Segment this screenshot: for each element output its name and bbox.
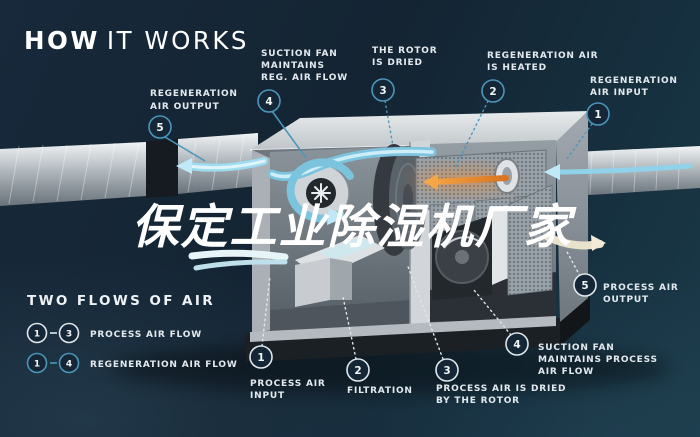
arrow-regen-in	[544, 164, 560, 180]
air-flows	[176, 146, 693, 271]
callout-filtration: 2 FILTRATION	[342, 296, 413, 396]
side-mesh-panel	[507, 184, 553, 296]
svg-text:5: 5	[581, 280, 588, 292]
svg-text:SUCTION FAN: SUCTION FAN	[538, 343, 615, 353]
svg-text:REG. AIR FLOW: REG. AIR FLOW	[261, 73, 348, 83]
svg-text:REGENERATION AIR: REGENERATION AIR	[487, 51, 598, 61]
dehumidifier-unit	[249, 111, 588, 342]
svg-text:REGENERATION AIR FLOW: REGENERATION AIR FLOW	[90, 360, 238, 370]
svg-text:PROCESS AIR FLOW: PROCESS AIR FLOW	[90, 330, 202, 340]
svg-text:THE ROTOR: THE ROTOR	[372, 46, 437, 56]
duct-cutout	[146, 139, 178, 198]
svg-text:AIR INPUT: AIR INPUT	[590, 88, 649, 98]
svg-text:5: 5	[156, 122, 163, 134]
svg-text:IS HEATED: IS HEATED	[487, 63, 547, 73]
callout-regen-input: 1 REGENERATION AIR INPUT	[565, 76, 678, 161]
arrow-regen-out	[176, 158, 192, 174]
right-face	[556, 111, 588, 322]
svg-text:MAINTAINS PROCESS: MAINTAINS PROCESS	[538, 355, 658, 365]
arrow-heated	[423, 174, 438, 190]
legend-row-regeneration: 1 4 REGENERATION AIR FLOW	[26, 352, 238, 374]
svg-text:PROCESS AIR: PROCESS AIR	[603, 283, 679, 293]
callout-process-input: 1 PROCESS AIR INPUT	[249, 275, 326, 401]
svg-text:1: 1	[34, 330, 40, 340]
callout-suction-fan-process: 4 SUCTION FAN MAINTAINS PROCESS AIR FLOW	[473, 289, 658, 377]
svg-text:BY THE ROTOR: BY THE ROTOR	[436, 396, 520, 406]
svg-text:FILTRATION: FILTRATION	[347, 386, 413, 396]
legend: TWO FLOWS OF AIR 1 3 PROCESS AIR FLOW 1 …	[26, 293, 238, 374]
left-duct	[0, 133, 258, 206]
svg-text:OUTPUT: OUTPUT	[603, 295, 649, 305]
svg-text:1: 1	[257, 352, 264, 364]
callout-regen-output: 5 REGENERATION AIR OUTPUT	[148, 89, 238, 162]
svg-text:1: 1	[594, 109, 601, 121]
arrow-process-in	[193, 259, 288, 271]
legend-row-process: 1 3 PROCESS AIR FLOW	[26, 322, 202, 344]
svg-text:MAINTAINS: MAINTAINS	[261, 61, 325, 71]
svg-text:3: 3	[66, 330, 72, 340]
arrow-process-out	[591, 235, 606, 251]
svg-text:2: 2	[354, 365, 361, 377]
svg-text:AIR OUTPUT: AIR OUTPUT	[150, 102, 220, 112]
svg-text:1: 1	[34, 360, 40, 370]
svg-text:4: 4	[265, 96, 272, 108]
filter-section	[295, 235, 385, 307]
svg-text:REGENERATION: REGENERATION	[150, 89, 238, 99]
fan-hub-icon	[311, 183, 331, 203]
svg-text:INPUT: INPUT	[250, 391, 285, 401]
svg-text:4: 4	[66, 360, 72, 370]
callout-process-output: 5 PROCESS AIR OUTPUT	[565, 249, 679, 305]
regeneration-fan	[292, 164, 350, 222]
svg-text:REGENERATION: REGENERATION	[590, 76, 678, 86]
process-fan	[432, 184, 553, 300]
svg-text:AIR FLOW: AIR FLOW	[538, 367, 594, 377]
callout-suction-fan-regen: 4 SUCTION FAN MAINTAINS REG. AIR FLOW	[257, 49, 348, 159]
top-face	[250, 111, 588, 150]
callout-regen-heated: 2 REGENERATION AIR IS HEATED	[453, 51, 598, 171]
svg-text:PROCESS AIR: PROCESS AIR	[250, 379, 326, 389]
arrow-fan-swirl	[327, 208, 346, 225]
svg-text:IS DRIED: IS DRIED	[372, 58, 423, 68]
callout-process-dried: 3 PROCESS AIR IS DRIED BY THE ROTOR	[406, 263, 566, 406]
watermark-text: 保定工业除湿机厂家	[132, 200, 578, 255]
callout-rotor-dried: 3 THE ROTOR IS DRIED	[371, 46, 437, 147]
legend-title: TWO FLOWS OF AIR	[27, 293, 215, 309]
svg-text:PROCESS AIR IS DRIED: PROCESS AIR IS DRIED	[436, 384, 566, 394]
svg-text:2: 2	[489, 86, 496, 98]
svg-text:SUCTION FAN: SUCTION FAN	[261, 49, 338, 59]
svg-text:4: 4	[513, 339, 520, 351]
svg-text:3: 3	[379, 85, 386, 97]
svg-text:3: 3	[443, 365, 450, 377]
